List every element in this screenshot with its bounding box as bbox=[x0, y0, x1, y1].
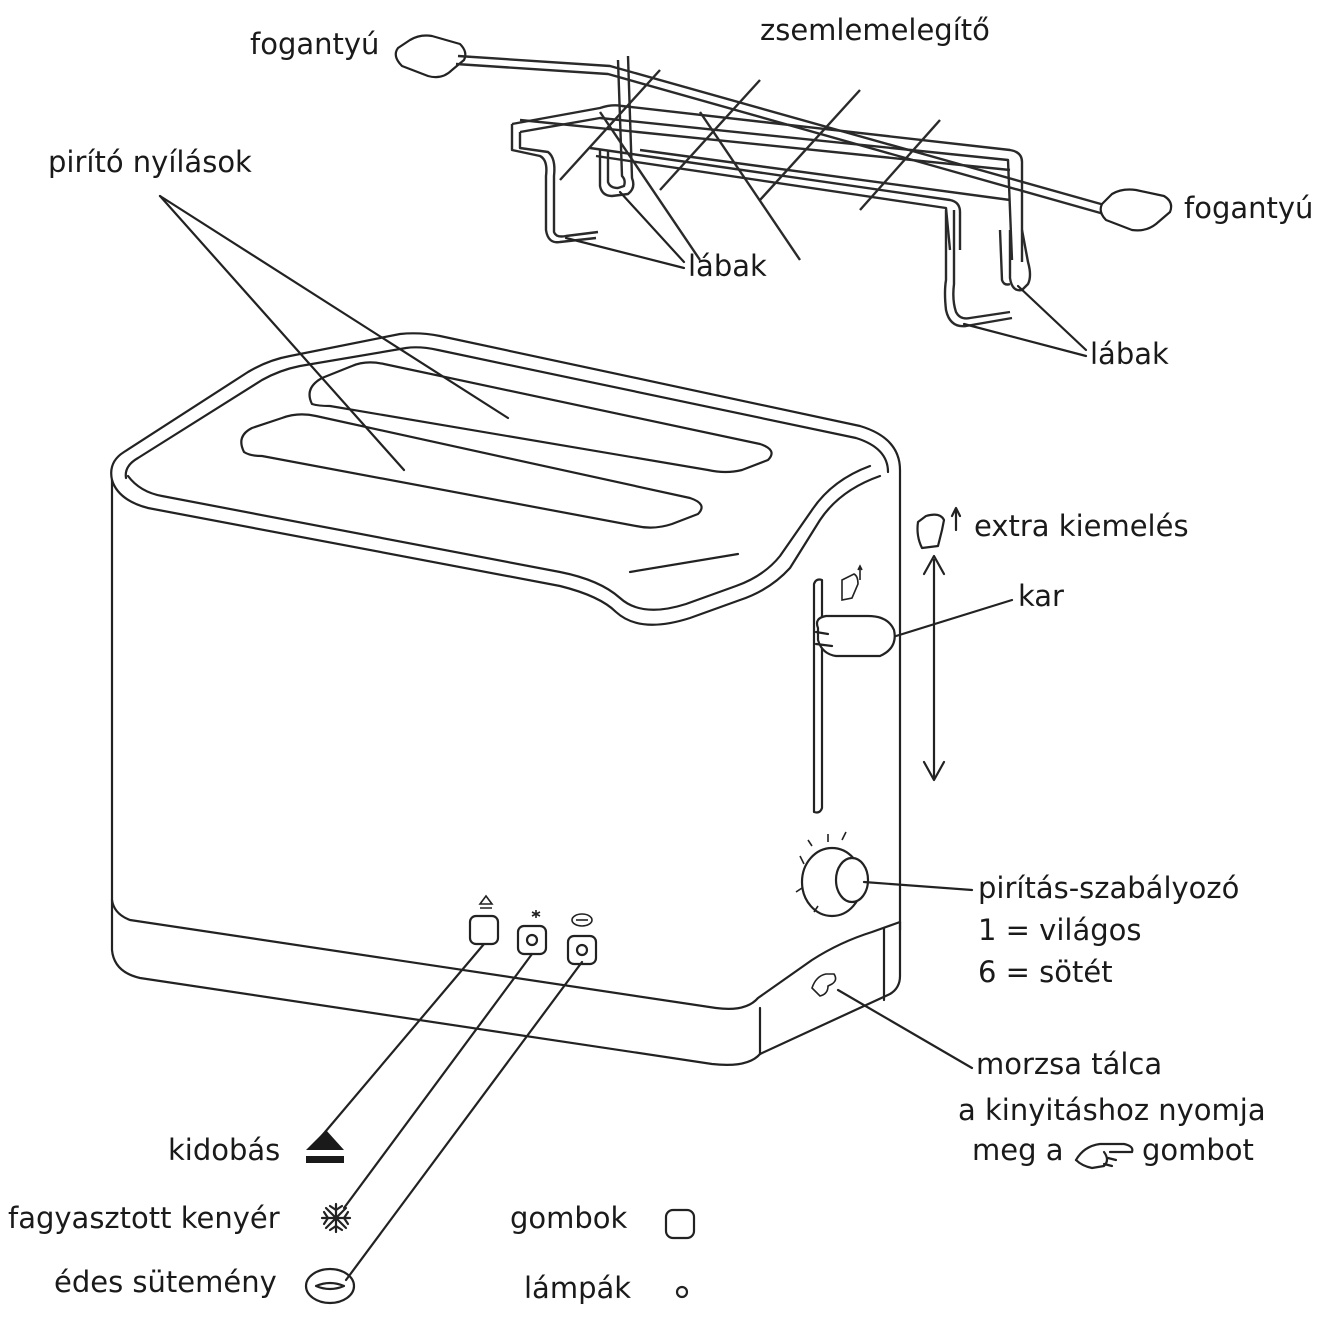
label-crumb-tray-note-2-prefix: meg a bbox=[972, 1133, 1064, 1167]
toast-slot-front bbox=[240, 413, 703, 529]
label-lever: kar bbox=[1018, 579, 1064, 613]
label-handle-left: fogantyú bbox=[250, 27, 380, 61]
label-lamps: lámpák bbox=[524, 1271, 632, 1305]
label-legs-right: lábak bbox=[1090, 337, 1169, 371]
crumb-tray-hand-small-icon bbox=[811, 973, 837, 997]
toast-slot-back bbox=[308, 361, 773, 474]
dot-icon bbox=[675, 1285, 689, 1299]
label-buttons: gombok bbox=[510, 1201, 628, 1235]
pointing-hand-icon bbox=[1074, 1142, 1134, 1170]
label-crumb-tray: morzsa tálca bbox=[976, 1047, 1163, 1081]
label-legs-left: lábak bbox=[688, 249, 767, 283]
label-browning-light: 1 = világos bbox=[978, 913, 1142, 947]
label-crumb-tray-note-1: a kinyitáshoz nyomja bbox=[958, 1093, 1266, 1127]
label-bun-warmer: zsemlemelegítő bbox=[760, 13, 990, 47]
label-crumb-tray-note-2-suffix: gombot bbox=[1142, 1133, 1254, 1167]
label-pastry: édes sütemény bbox=[54, 1265, 277, 1299]
toaster-body bbox=[110, 332, 902, 1066]
label-frozen: fagyasztott kenyér bbox=[8, 1201, 280, 1235]
extra-lift-icon bbox=[916, 506, 962, 550]
bun-warmer-rack bbox=[394, 34, 1173, 328]
label-eject: kidobás bbox=[168, 1133, 281, 1167]
leader-lines bbox=[158, 190, 1088, 1282]
lever-knob bbox=[815, 614, 896, 658]
pastry-icon bbox=[304, 1267, 356, 1305]
label-browning-dark: 6 = sötét bbox=[978, 955, 1113, 989]
label-toaster-slots: pirító nyílások bbox=[48, 145, 252, 179]
rounded-square-icon bbox=[664, 1208, 696, 1240]
snowflake-icon bbox=[320, 1202, 352, 1234]
left-handle bbox=[394, 34, 467, 79]
right-handle bbox=[1099, 188, 1173, 232]
label-extra-lift: extra kiemelés bbox=[974, 509, 1189, 543]
eject-icon bbox=[306, 1130, 344, 1163]
label-browning-control: pirítás-szabályozó bbox=[978, 871, 1240, 905]
label-handle-right: fogantyú bbox=[1184, 191, 1314, 225]
browning-knob bbox=[795, 831, 870, 918]
extra-lift-small-icon bbox=[841, 564, 863, 601]
